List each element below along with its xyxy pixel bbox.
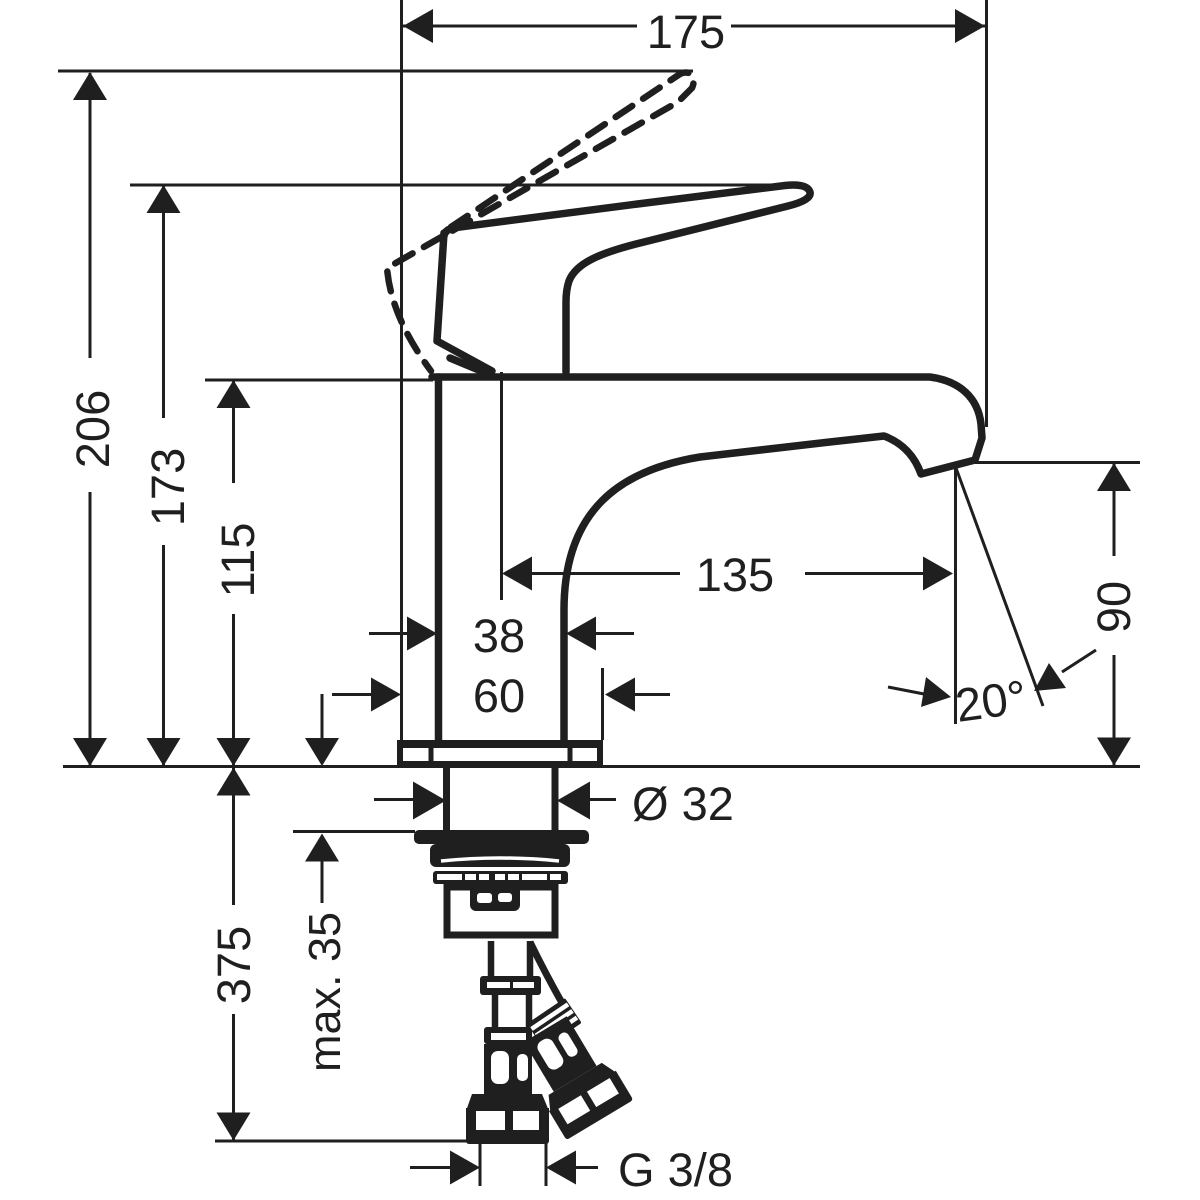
svg-text:90: 90 (1087, 581, 1140, 633)
svg-text:60: 60 (473, 669, 525, 722)
svg-text:G 3/8: G 3/8 (618, 1143, 733, 1196)
svg-text:206: 206 (66, 390, 119, 468)
svg-text:135: 135 (696, 548, 774, 601)
svg-text:max. 35: max. 35 (299, 912, 350, 1072)
svg-text:38: 38 (473, 609, 525, 662)
svg-text:175: 175 (647, 5, 725, 58)
svg-text:Ø 32: Ø 32 (632, 777, 734, 830)
svg-text:115: 115 (211, 523, 264, 598)
svg-text:375: 375 (207, 926, 260, 1004)
svg-text:173: 173 (141, 448, 194, 526)
svg-text:20°: 20° (952, 670, 1030, 732)
